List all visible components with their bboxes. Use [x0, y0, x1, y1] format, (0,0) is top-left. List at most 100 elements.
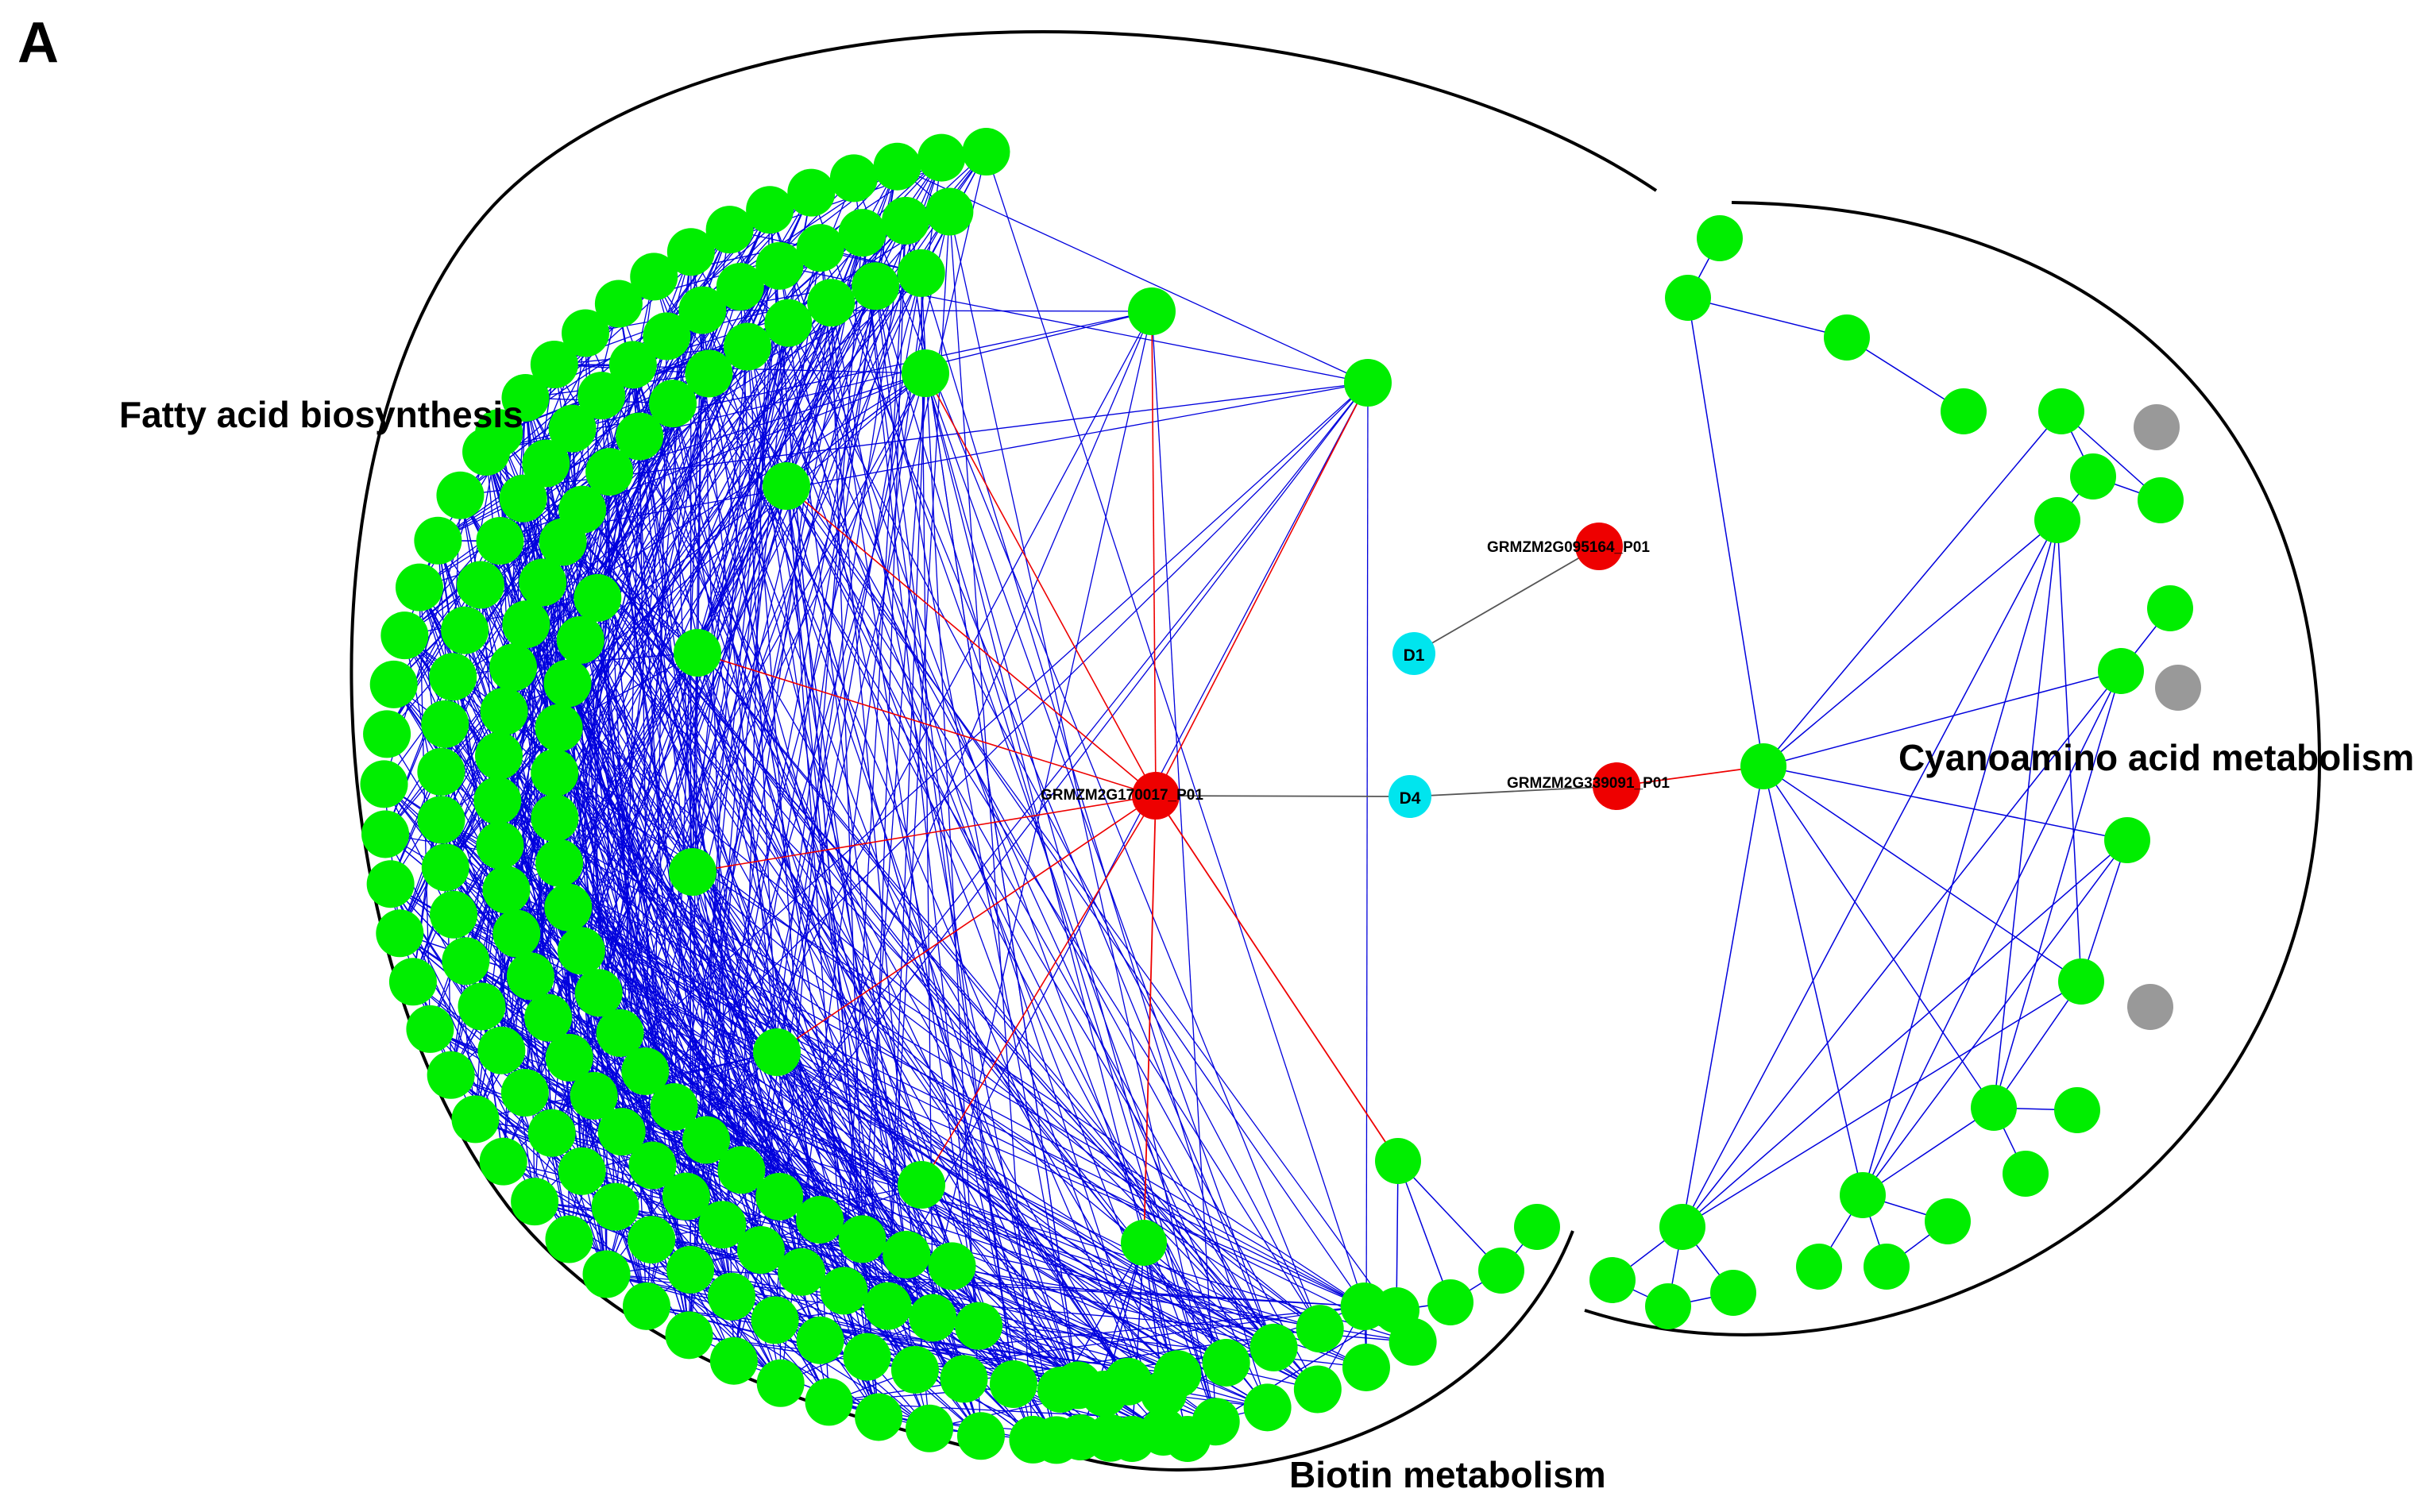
gene-node — [502, 600, 550, 649]
gene-node — [628, 1216, 676, 1264]
gene-node — [925, 187, 974, 236]
coexpression-edge — [830, 303, 868, 1357]
gene-node — [430, 890, 478, 939]
coexpression-edge — [459, 495, 778, 1053]
gene-node — [1840, 1172, 1886, 1218]
gene-node — [530, 340, 578, 388]
coexpression-edge — [1763, 670, 2122, 767]
gene-node — [558, 1147, 606, 1195]
coexpression-edge — [384, 783, 907, 1256]
gene-node — [666, 228, 715, 276]
coexpression-edge — [572, 428, 889, 1306]
gene-node — [545, 1215, 593, 1263]
gene-node — [479, 1137, 527, 1186]
coexpression-edge — [728, 229, 1269, 1408]
coexpression-edge — [445, 866, 1413, 1343]
gene-node — [556, 615, 604, 664]
gene-node — [1037, 1367, 1083, 1413]
gene-node — [1824, 314, 1870, 361]
coexpression-edge — [708, 373, 1414, 1343]
gene-node — [1659, 1204, 1705, 1250]
coexpression-edge — [1763, 766, 1995, 1109]
coexpression-edge — [866, 220, 906, 1357]
gene-node — [1589, 1257, 1636, 1303]
gene-node — [898, 1161, 945, 1209]
node-layer — [360, 128, 2201, 1464]
gene-node — [649, 380, 697, 428]
coexpression-edge — [740, 286, 907, 1256]
coexpression-edge — [554, 322, 789, 819]
gene-node — [843, 1333, 891, 1381]
gene-node — [787, 168, 836, 217]
gene-node — [476, 516, 524, 565]
gene-node — [1109, 1416, 1155, 1462]
coexpression-edge — [562, 542, 1057, 1441]
gene-node — [562, 309, 610, 357]
coexpression-edge — [897, 166, 1369, 384]
coexpression-edge — [787, 322, 1321, 1329]
gene-node — [414, 516, 462, 565]
gene-node — [369, 660, 418, 708]
drug-label-d1: D1 — [1404, 646, 1425, 665]
coexpression-edge — [597, 597, 1111, 1439]
gene-node — [873, 142, 921, 191]
drug-node — [1389, 775, 1431, 818]
gene-node — [897, 249, 945, 297]
coexpression-edge — [1763, 766, 2082, 982]
coexpression-edge — [480, 584, 821, 1221]
coexpression-edge — [399, 933, 452, 1075]
gene-node — [545, 1033, 593, 1082]
coexpression-edge — [481, 1006, 504, 1162]
module-label-biotin: Biotin metabolism — [1289, 1454, 1606, 1495]
coexpression-edge — [430, 1028, 1226, 1364]
coexpression-edge — [692, 871, 982, 1437]
gene-node — [955, 1302, 1003, 1350]
coexpression-edge — [886, 372, 926, 1306]
gene-node — [535, 839, 584, 887]
gene-node — [628, 1141, 677, 1190]
coexpression-edge — [925, 372, 1275, 1348]
gene-node — [723, 322, 771, 371]
coexpression-edge — [632, 364, 868, 1357]
gene-node — [489, 643, 538, 692]
gene-node — [506, 952, 554, 1001]
gene-node — [708, 1272, 756, 1321]
coexpression-edge — [688, 310, 704, 1336]
gene-node — [1697, 215, 1743, 261]
gene-node — [480, 687, 528, 735]
hub-edge — [1155, 382, 1369, 796]
gene-node — [1864, 1244, 1910, 1290]
gene-node — [890, 1345, 939, 1394]
gene-node — [705, 206, 754, 254]
coexpression-edge — [862, 233, 979, 1326]
coexpression-edge — [2057, 519, 2082, 982]
coexpression-edge — [445, 272, 922, 868]
coexpression-edge — [1862, 670, 2122, 1196]
gene-node — [522, 439, 570, 488]
gene-node — [442, 937, 490, 986]
gene-node — [621, 1047, 670, 1095]
gene-node — [2070, 453, 2116, 499]
coexpression-edge — [653, 276, 1365, 1307]
gene-node — [511, 1178, 559, 1226]
hub-edge — [776, 795, 1157, 1053]
coexpression-edge — [608, 372, 926, 472]
coexpression-edge — [572, 372, 709, 430]
gene-node — [500, 1068, 549, 1117]
gene-node — [630, 253, 678, 301]
coexpression-edge — [1365, 382, 1369, 1367]
gene-node — [492, 909, 541, 958]
gene-node — [380, 611, 429, 660]
coexpression-edge — [1397, 1160, 1502, 1271]
gene-node — [406, 1005, 454, 1053]
coexpression-edge — [554, 192, 812, 773]
gene-node — [596, 1009, 644, 1057]
coexpression-edge — [581, 157, 942, 1171]
hub-edge — [1151, 310, 1157, 796]
coexpression-edge — [1682, 981, 2082, 1228]
gene-node — [1344, 359, 1392, 407]
gene-node — [709, 1336, 758, 1385]
hub-gene-node — [1575, 523, 1623, 570]
gene-node — [458, 982, 506, 1031]
